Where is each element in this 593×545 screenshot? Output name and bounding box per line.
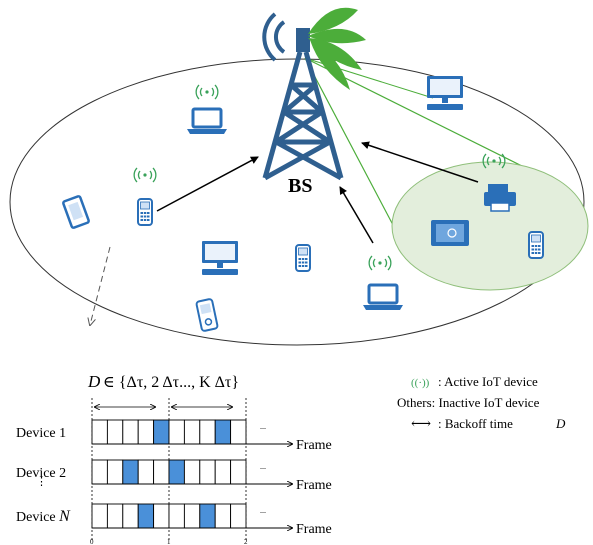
slot <box>214 503 232 529</box>
slot <box>199 459 216 485</box>
active-wave-icon <box>195 84 219 100</box>
slot-active <box>168 459 185 485</box>
mobility-arrow <box>90 246 111 325</box>
desktop-top-right-icon <box>427 76 463 110</box>
slot <box>91 459 108 485</box>
frame-label: Frame <box>296 522 332 537</box>
slot <box>122 419 139 445</box>
laptop-top-icon <box>185 107 229 136</box>
slot <box>230 419 247 445</box>
device-label: Device 1 <box>16 426 66 441</box>
slot <box>91 419 108 445</box>
tick-2: 2 <box>244 538 248 545</box>
slot <box>106 503 124 529</box>
laptop-bottom-icon <box>361 283 405 312</box>
legend-backoff-var: D <box>555 416 566 431</box>
axis-ticks: 0 1 2 <box>90 538 248 545</box>
bs-label: BS <box>288 175 312 197</box>
desktop-center-icon <box>202 241 238 275</box>
slot <box>91 503 108 529</box>
tower-wave-icon <box>262 12 286 62</box>
slot <box>137 459 155 485</box>
frame-label: Frame <box>296 478 332 493</box>
beam-line-2 <box>304 57 394 226</box>
phone-center-icon <box>295 244 311 272</box>
slot-active <box>122 459 139 485</box>
slot <box>214 459 232 485</box>
slot-active <box>199 503 216 529</box>
slot <box>106 419 124 445</box>
slot <box>168 419 185 445</box>
phone-active-icon <box>137 198 153 226</box>
beam-lobes-icon <box>308 7 366 90</box>
row-ellipsis: ... <box>260 422 266 431</box>
phone-rotated-icon <box>195 298 219 332</box>
slot <box>199 419 216 445</box>
row-ellipsis: ... <box>260 506 266 515</box>
slot <box>153 459 170 485</box>
device-label: Device 2 <box>16 466 66 481</box>
uplink-arrow-bottom <box>339 186 374 244</box>
d-var: D <box>87 372 101 391</box>
phone-cluster-icon <box>528 231 544 259</box>
slot <box>183 419 201 445</box>
uplink-arrow-right <box>361 141 479 183</box>
bs-tower-icon <box>262 28 344 181</box>
slot <box>168 503 185 529</box>
slot <box>230 503 247 529</box>
d-set: ∈ {Δτ, 2 Δτ..., K Δτ} <box>103 374 239 391</box>
d-set-label: D ∈ {Δτ, 2 Δτ..., K Δτ} <box>87 372 239 391</box>
slot <box>183 503 201 529</box>
slot <box>153 503 170 529</box>
beam-line-1 <box>304 57 557 184</box>
legend-others-label: Others: Inactive IoT device <box>397 395 540 410</box>
slot-active <box>153 419 170 445</box>
slot <box>230 459 247 485</box>
active-cluster <box>391 161 589 291</box>
tick-1: 1 <box>167 538 171 545</box>
vdots: ⋮ <box>36 476 47 488</box>
slot <box>137 419 155 445</box>
legend-active-symbol: ((·)) <box>411 377 430 389</box>
slot-active <box>214 419 232 445</box>
legend-backoff-label: : Backoff time <box>438 416 513 431</box>
legend: ((·)) : Active IoT device Others: Inacti… <box>397 374 566 432</box>
legend-backoff-symbol: ⟷ <box>411 417 431 432</box>
uplink-arrow-left <box>156 156 259 212</box>
tablet-cluster-icon <box>431 220 469 246</box>
device-label: Device N <box>16 508 71 525</box>
slot <box>183 459 201 485</box>
printer-active-icon <box>484 184 516 212</box>
slot-active <box>137 503 155 529</box>
slot <box>122 503 139 529</box>
row-ellipsis: ... <box>260 462 266 471</box>
frame-label: Frame <box>296 438 332 453</box>
tick-0: 0 <box>90 538 94 545</box>
slot <box>106 459 124 485</box>
tablet-left-icon <box>62 195 90 229</box>
legend-active-label: : Active IoT device <box>438 374 538 389</box>
active-wave-icon <box>368 255 392 271</box>
active-wave-icon <box>133 167 157 183</box>
